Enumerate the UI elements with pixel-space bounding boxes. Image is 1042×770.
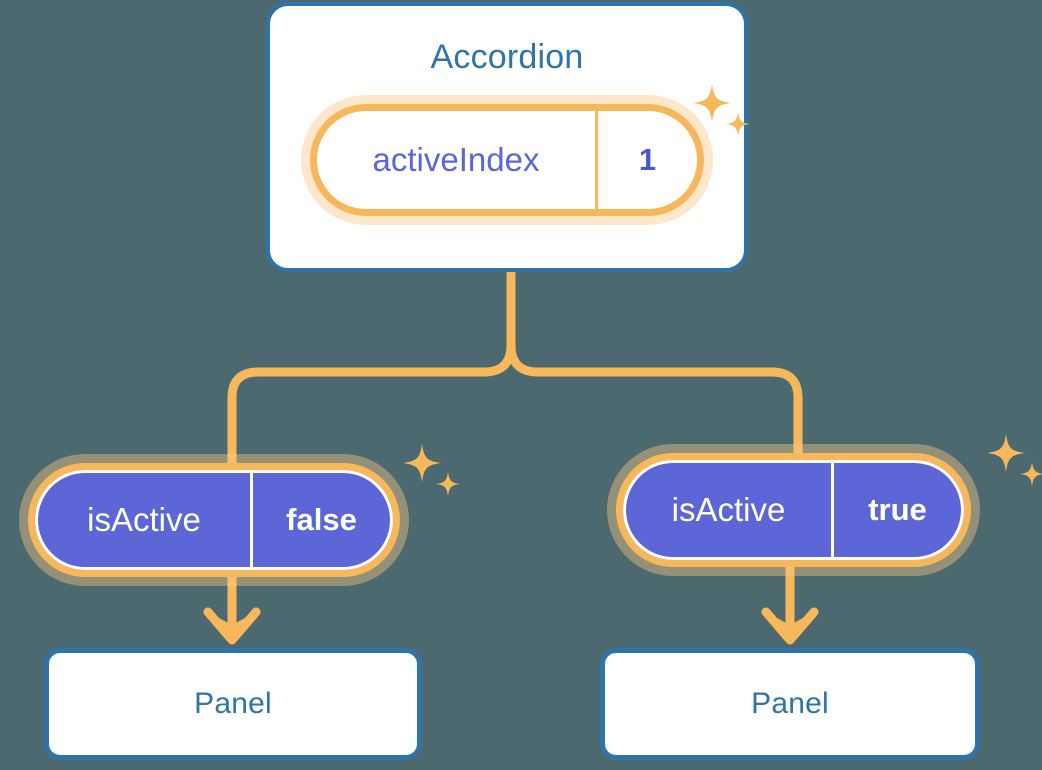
panel-card-left[interactable]: Panel [44, 648, 422, 760]
arrow-down-icon-right [761, 567, 819, 645]
panel-card-title: Panel [751, 687, 829, 720]
panel-card-title: Panel [194, 687, 272, 720]
connector-branch-left [227, 340, 516, 467]
state-pill-active-index[interactable]: activeIndex 1 [310, 104, 704, 216]
state-pill-is-active-true[interactable]: isActive true [616, 453, 971, 567]
state-pill-inner: isActive true [623, 460, 964, 560]
sparkles-icon-right [987, 434, 1042, 486]
state-pill-key: isActive [626, 463, 834, 557]
state-pill-value: 1 [638, 142, 657, 177]
state-pill-key: activeIndex [317, 111, 598, 209]
sparkles-icon-left [403, 444, 460, 496]
state-pill-value: false [286, 502, 357, 537]
connector-branch-right [506, 340, 803, 460]
state-pill-key: isActive [38, 473, 253, 567]
state-pill-value: true [868, 492, 927, 527]
panel-card-right[interactable]: Panel [600, 648, 980, 760]
state-pill-is-active-false[interactable]: isActive false [28, 463, 400, 577]
accordion-card-title: Accordion [430, 38, 584, 76]
arrow-down-icon-left [203, 577, 261, 645]
state-pill-inner: isActive false [35, 470, 393, 570]
